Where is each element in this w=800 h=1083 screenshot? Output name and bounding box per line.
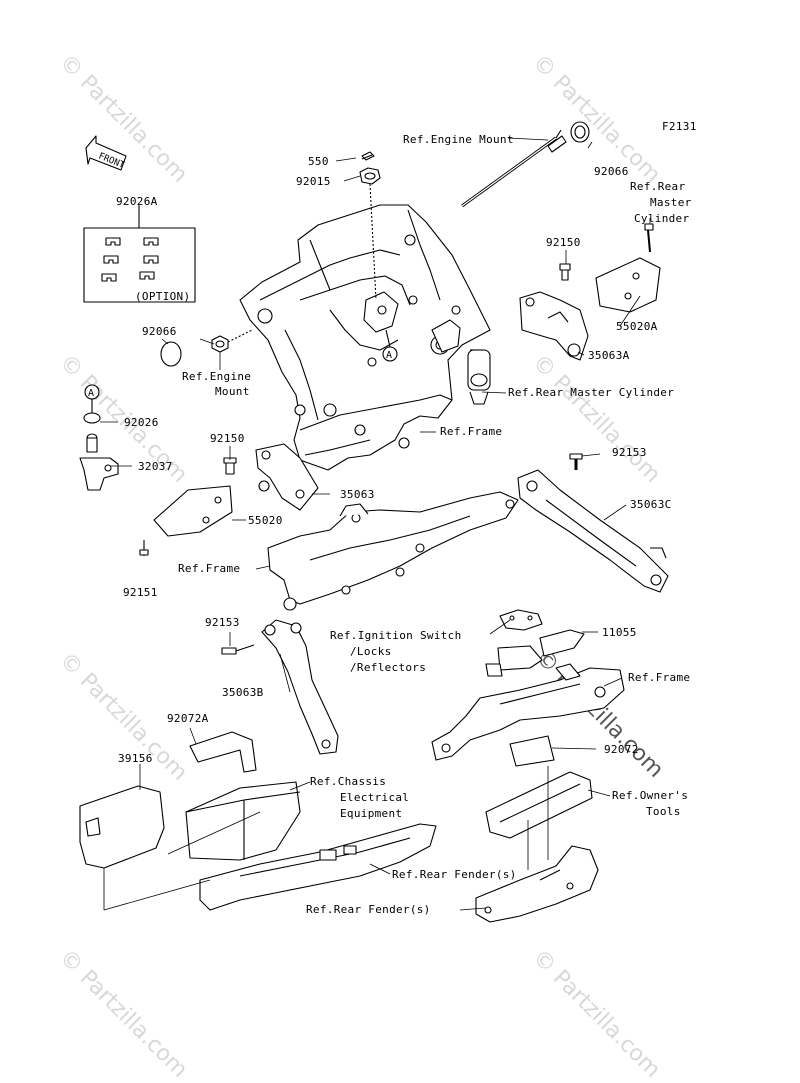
screw-92151: [139, 549, 149, 556]
part-number-label: 92072: [604, 743, 639, 756]
bracket-55020A: [595, 257, 661, 313]
main-frame: [239, 204, 491, 471]
part-number-label: 92072A: [167, 712, 209, 725]
ref-frame-label: Ref.Frame: [440, 425, 503, 438]
ref-chassis-electrical-label: Electrical: [340, 791, 410, 804]
svg-text:A: A: [88, 388, 94, 399]
bolt-92153-left: [221, 644, 255, 655]
ref-rear-fender-label: Ref.Rear Fender(s): [306, 903, 431, 916]
strap-92072A: [189, 731, 257, 773]
washer: [83, 412, 101, 424]
master-cylinder: [467, 349, 491, 405]
front-arrow-icon: FRONT: [85, 135, 127, 171]
ref-chassis-electrical-label: Ref.Chassis: [310, 775, 387, 788]
ref-chassis-electrical-label: Equipment: [340, 807, 403, 820]
ref-rear-master-cylinder-label: Ref.Rear: [630, 180, 686, 193]
ref-rear-fender-label: Ref.Rear Fender(s): [392, 868, 517, 881]
rear-subframe-right: [431, 663, 625, 761]
part-number-label: 35063C: [630, 498, 672, 511]
rear-fender-left: [199, 823, 437, 911]
bolt-92153-right: [569, 453, 583, 470]
shim-icon: [101, 237, 159, 282]
rear-fender-right: [475, 845, 599, 923]
cover-39156: [79, 785, 165, 869]
bolt-right: [644, 223, 654, 253]
castle-nut: [359, 167, 381, 185]
tool-kit: [485, 771, 593, 839]
diagram-drawing: FRONT: [79, 121, 669, 923]
part-number-label: 92153: [205, 616, 240, 629]
ref-owners-tools-label: Tools: [646, 805, 681, 818]
bracket-32037: [79, 457, 119, 491]
part-number-label: 92026A: [116, 195, 158, 208]
ref-engine-mount-label: Mount: [215, 385, 250, 398]
bracket-35063C: [517, 469, 669, 593]
leader-lines: [100, 137, 651, 911]
bolt-92150-top: [559, 263, 571, 281]
ref-frame-label: Ref.Frame: [628, 671, 691, 684]
part-number-label: 92151: [123, 586, 158, 599]
part-number-label: 92066: [594, 165, 629, 178]
part-number-label: 92026: [124, 416, 159, 429]
svg-text:A: A: [386, 350, 392, 361]
option-label: (OPTION): [135, 290, 191, 303]
lock-plate-11055: [485, 609, 585, 677]
part-number-label: 55020A: [616, 320, 658, 333]
part-number-label: 32037: [138, 460, 173, 473]
bracket-35063: [255, 443, 319, 511]
part-number-label: 92150: [210, 432, 245, 445]
ref-rear-master-cylinder-label: Master: [650, 196, 692, 209]
battery: [185, 781, 301, 861]
part-number-label: 35063A: [588, 349, 630, 362]
part-number-label: 11055: [602, 626, 637, 639]
ref-rear-master-cylinder-label: Ref.Rear Master Cylinder: [508, 386, 675, 399]
part-number-label: 92066: [142, 325, 177, 338]
ref-ignition-switch-label: /Locks: [350, 645, 392, 658]
rear-frame: [267, 491, 519, 611]
part-number-label: 92153: [612, 446, 647, 459]
ref-ignition-switch-label: Ref.Ignition Switch: [330, 629, 462, 642]
guard-55020: [153, 485, 233, 537]
plug-cap: [160, 341, 182, 367]
part-number-label: 35063: [340, 488, 375, 501]
part-number-label: 92150: [546, 236, 581, 249]
part-number-label: 550: [308, 155, 329, 168]
part-number-label: 39156: [118, 752, 153, 765]
strap-92072: [509, 735, 555, 767]
ref-ignition-switch-label: /Reflectors: [350, 661, 427, 674]
ref-engine-mount-label: Ref.Engine: [182, 370, 252, 383]
ref-rear-master-cylinder-label: Cylinder: [634, 212, 690, 225]
bracket-35063A: [519, 291, 589, 361]
bracket-35063B: [261, 619, 339, 755]
ref-engine-mount-label: Ref.Engine Mount: [403, 133, 514, 146]
ref-owners-tools-label: Ref.Owner's: [612, 789, 689, 802]
part-number-label: 92015: [296, 175, 331, 188]
option-box: [83, 227, 196, 303]
ref-frame-label: Ref.Frame: [178, 562, 241, 575]
parts-diagram: © Partzilla.com © Partzilla.com © Partzi…: [54, 50, 697, 1083]
engine-mount-bolt: [461, 121, 590, 208]
part-number-label: 55020: [248, 514, 283, 527]
diagram-code: F2131: [662, 120, 697, 133]
bolt-92150-left: [223, 457, 237, 475]
part-number-label: 35063B: [222, 686, 264, 699]
